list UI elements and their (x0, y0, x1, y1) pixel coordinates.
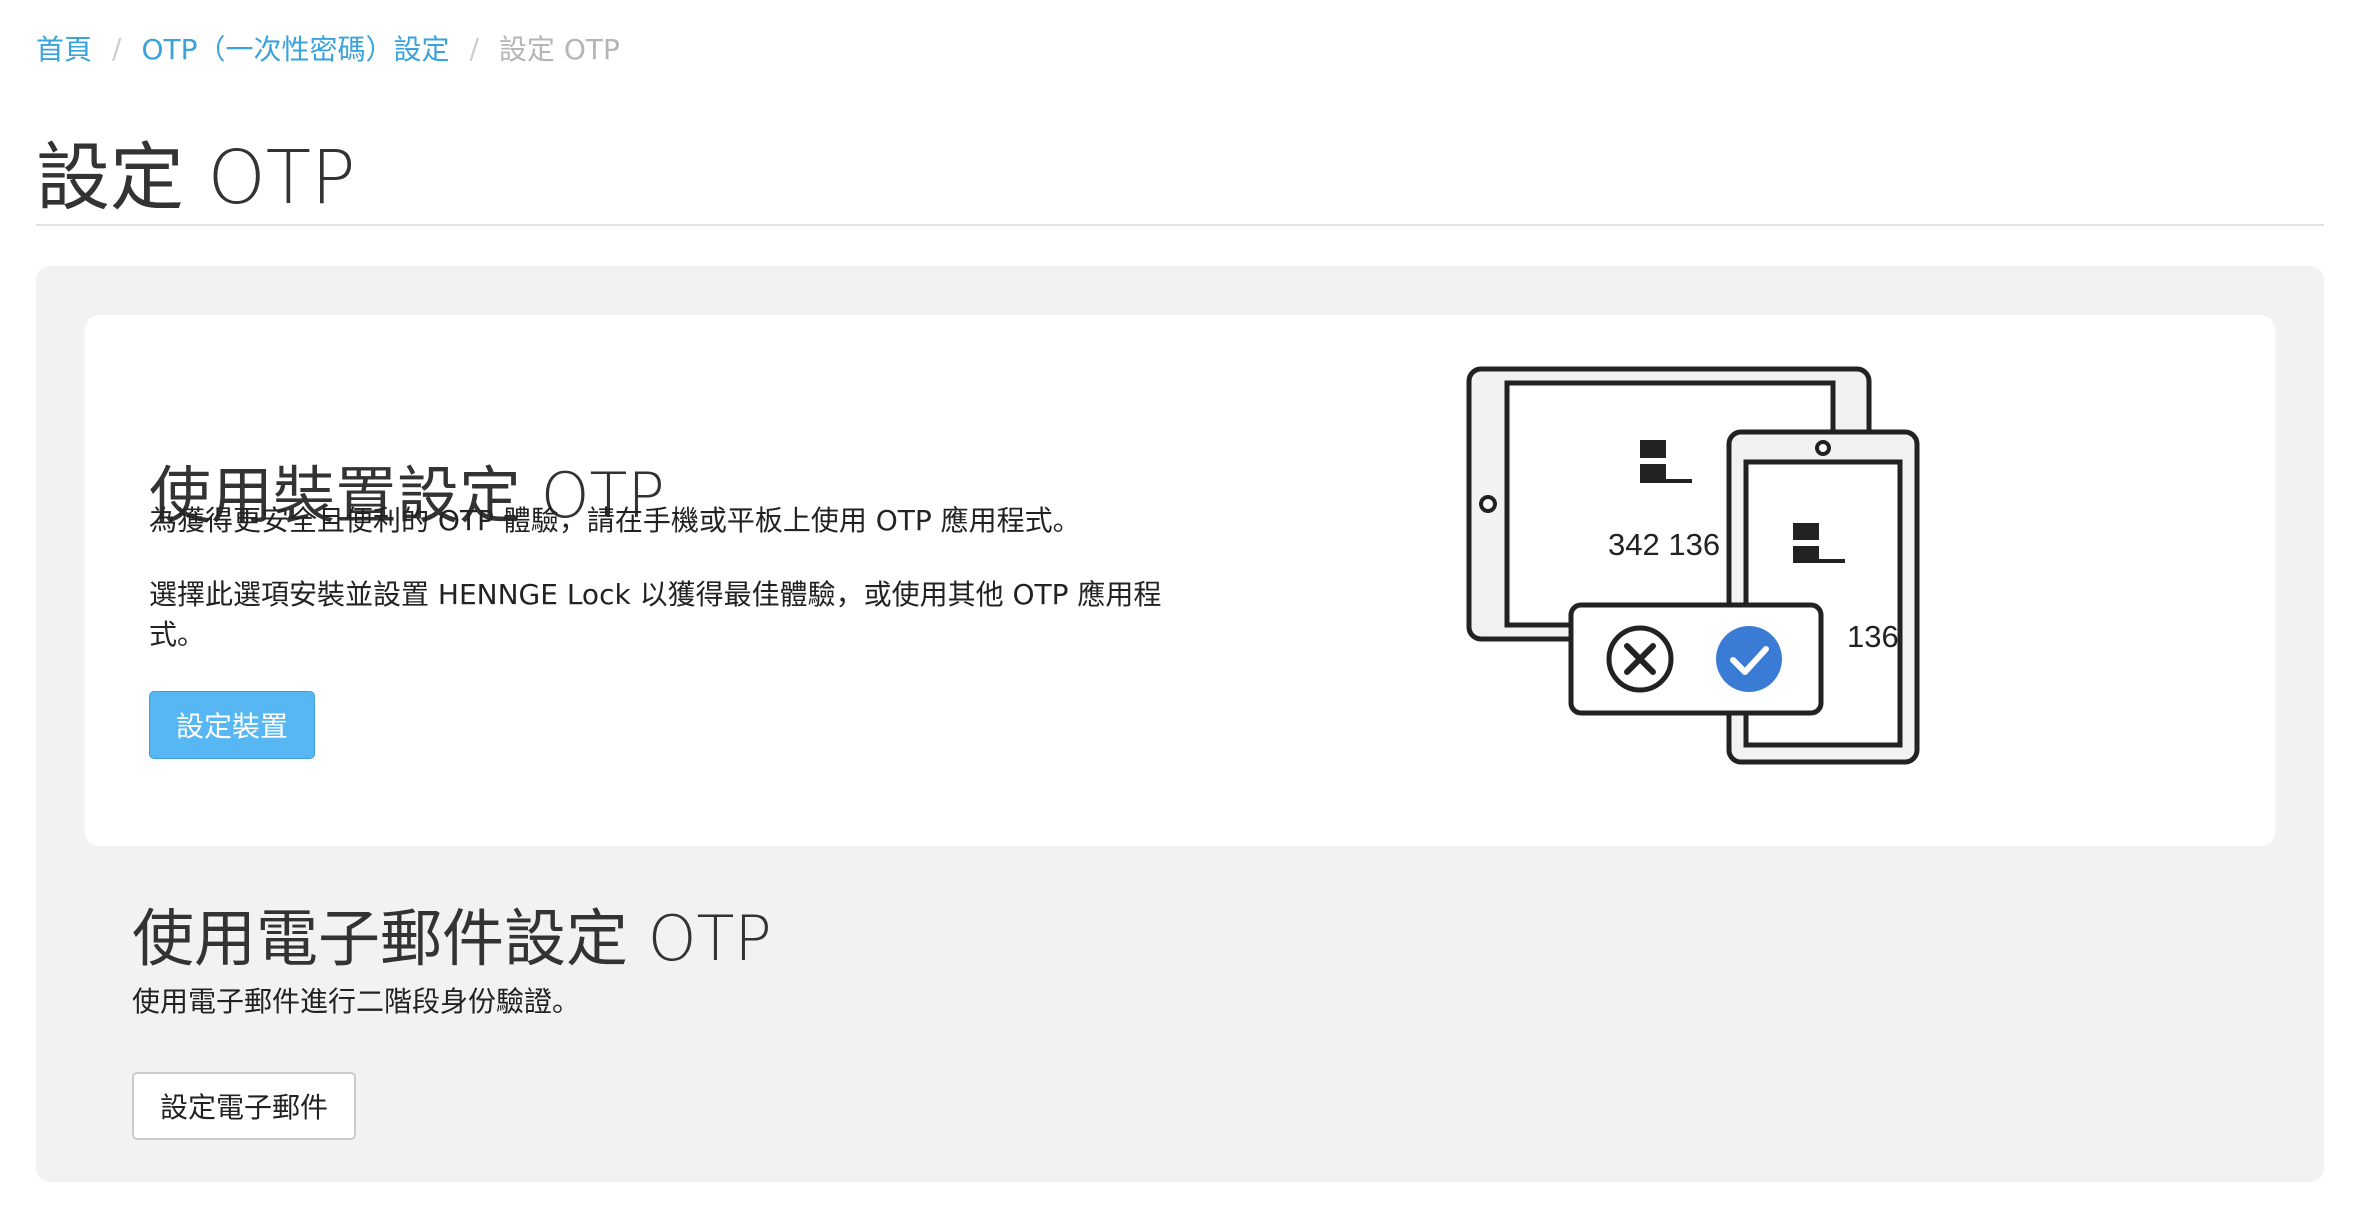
close-circle-icon (1606, 625, 1674, 693)
check-circle-icon (1716, 626, 1782, 692)
setup-device-button[interactable]: 設定裝置 (149, 691, 316, 759)
device-card-description-secondary: 選擇此選項安裝並設置 HENNGE Lock 以獲得最佳體驗，或使用其他 OTP… (149, 578, 1162, 651)
email-section-title: 使用電子郵件設定 OTP (132, 902, 772, 975)
title-divider (36, 224, 2324, 226)
device-otp-illustration: 342 136 136 (1466, 366, 1920, 765)
device-card-title: 使用裝置設定 OTP (149, 459, 665, 532)
setup-email-button[interactable]: 設定電子郵件 (132, 1072, 357, 1140)
page-title: 設定 OTP (36, 135, 356, 221)
approval-popup (1568, 602, 1824, 716)
device-otp-card: 使用裝置設定 OTP 為獲得更安全且便利的 OTP 體驗，請在手機或平板上使用 … (85, 315, 2275, 846)
breadcrumb-separator: / (112, 31, 122, 65)
breadcrumb-current: 設定 OTP (498, 33, 620, 66)
email-section-description: 使用電子郵件進行二階段身份驗證。 (132, 985, 581, 1018)
breadcrumb: 首頁 / OTP（一次性密碼）設定 / 設定 OTP (36, 26, 620, 70)
device-card-description: 為獲得更安全且便利的 OTP 體驗，請在手機或平板上使用 OTP 應用程式。 (149, 504, 1081, 537)
breadcrumb-home-link[interactable]: 首頁 (36, 33, 93, 66)
breadcrumb-separator: / (469, 31, 479, 65)
phone-otp-code: 136 (1847, 619, 1899, 654)
breadcrumb-otp-settings-link[interactable]: OTP（一次性密碼）設定 (141, 33, 450, 66)
tablet-otp-code: 342 136 (1608, 527, 1720, 562)
otp-options-panel: 使用裝置設定 OTP 為獲得更安全且便利的 OTP 體驗，請在手機或平板上使用 … (36, 266, 2324, 1182)
